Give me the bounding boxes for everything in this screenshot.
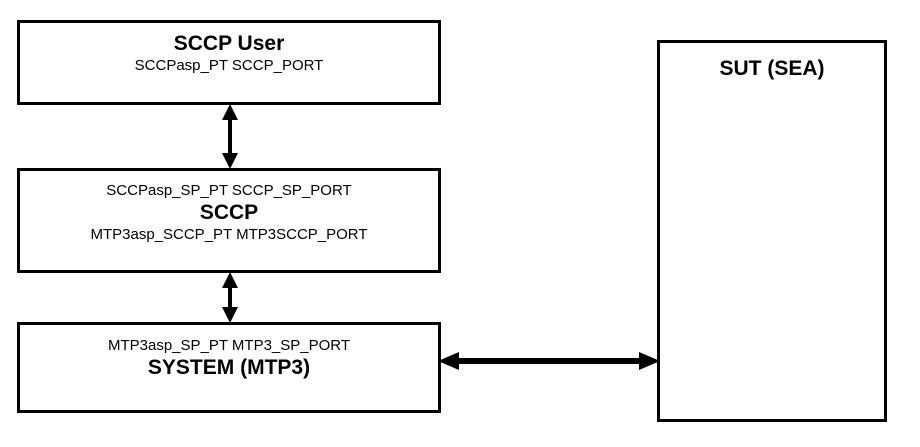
- node-sccp-user-ports: SCCPasp_PT SCCP_PORT: [134, 57, 324, 74]
- node-system-mtp3-title: SYSTEM (MTP3): [147, 356, 311, 379]
- double-headed-vertical-arrow-icon: [222, 272, 238, 323]
- node-sut-sea[interactable]: SUT (SEA): [657, 40, 887, 422]
- node-system-mtp3-upper-ports: MTP3asp_SP_PT MTP3_SP_PORT: [107, 337, 351, 354]
- node-sccp-upper-ports: SCCPasp_SP_PT SCCP_SP_PORT: [106, 182, 352, 199]
- node-sccp-user-title: SCCP User: [173, 32, 285, 55]
- system-to-sut-connector: [438, 340, 660, 382]
- node-sut-sea-title: SUT (SEA): [719, 57, 825, 80]
- node-sccp-lower-ports: MTP3asp_SCCP_PT MTP3SCCP_PORT: [90, 226, 368, 243]
- double-headed-vertical-arrow-icon: [222, 104, 238, 169]
- sccp-user-to-sccp-connector: [208, 104, 252, 169]
- node-sccp-title: SCCP: [199, 201, 259, 224]
- node-sccp[interactable]: SCCPasp_SP_PT SCCP_SP_PORT SCCP MTP3asp_…: [17, 168, 441, 273]
- double-headed-horizontal-arrow-icon: [438, 352, 660, 370]
- sccp-to-system-connector: [208, 272, 252, 323]
- node-sccp-user[interactable]: SCCP User SCCPasp_PT SCCP_PORT: [17, 20, 441, 105]
- node-system-mtp3[interactable]: MTP3asp_SP_PT MTP3_SP_PORT SYSTEM (MTP3): [17, 322, 441, 413]
